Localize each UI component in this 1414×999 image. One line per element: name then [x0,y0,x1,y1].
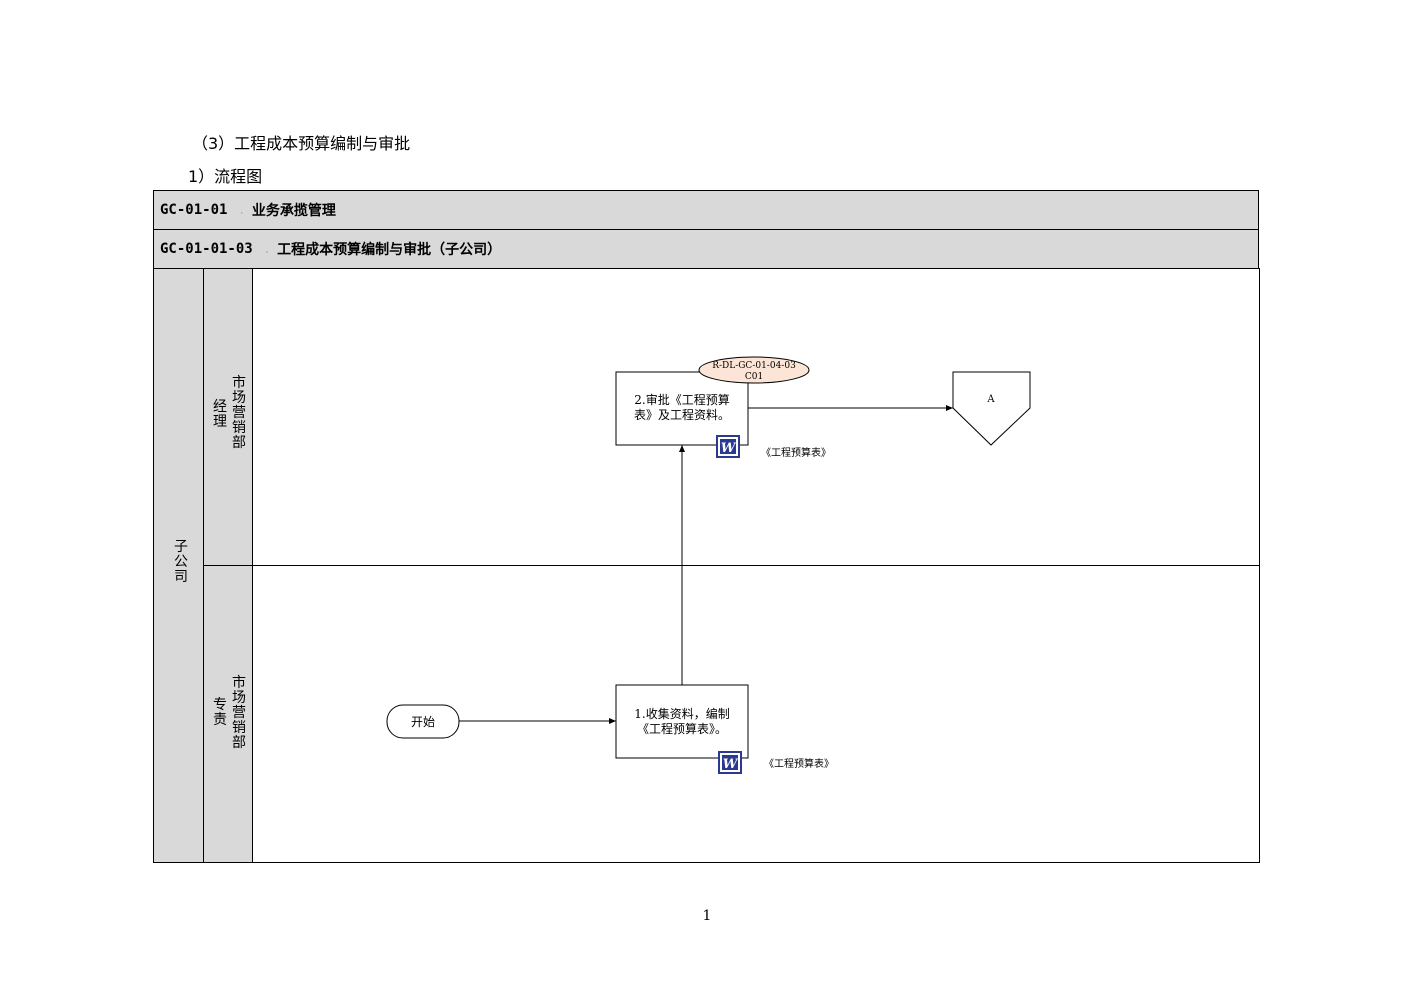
doc1-label: 《工程预算表》 [764,757,834,770]
control-tag: R-DL-GC-01-04-03 C01 [698,356,810,384]
lane2-role-label: 专责 [213,697,227,728]
step1-text-line1: 1.收集资料，编制 [634,706,729,721]
lane1-role-label: 经理 [213,399,227,430]
subprocess-header-row: GC-01-01-03 . 工程成本预算编制与审批（子公司） [153,229,1259,269]
start-terminator: 开始 [386,704,460,739]
lane1-dept-label: 市场营销部 [232,375,246,451]
step1-text-line2: 《工程预算表》。 [637,721,727,736]
doc2-label: 《工程预算表》 [761,446,831,459]
step1-process-box: 1.收集资料，编制 《工程预算表》。 [615,684,749,759]
offpage-connector: A [952,371,1031,446]
org-label: 子公司 [174,539,188,585]
control-tag-line1: R-DL-GC-01-04-03 [712,361,796,371]
process-code: GC-01-01 [160,202,228,218]
subprocess-title: 工程成本预算编制与审批（子公司） [277,242,502,258]
word-document-icon: W [718,751,742,774]
start-label: 开始 [411,715,435,729]
separator: . [262,241,272,257]
lane-divider [203,565,1260,566]
process-header-row: GC-01-01 . 业务承揽管理 [153,190,1259,230]
word-document-icon: W [716,435,740,458]
word-icon-letter: W [721,441,737,456]
subsection-heading: 1）流程图 [188,167,263,186]
lane2-dept-label: 市场营销部 [232,675,246,751]
step2-text-line1: 2.审批《工程预算 [634,392,729,407]
role-column-specialist [203,565,253,863]
section-heading: （3）工程成本预算编制与审批 [192,134,411,153]
process-title: 业务承揽管理 [251,203,336,219]
step2-process-box: 2.审批《工程预算 表》及工程资料。 [615,371,749,446]
word-icon-letter: W [723,757,739,772]
separator: . [237,202,246,218]
connector-label: A [986,394,995,405]
page-number: 1 [702,908,712,924]
step2-text-line2: 表》及工程资料。 [634,407,730,422]
subprocess-code: GC-01-01-03 [160,241,253,257]
control-tag-line2: C01 [745,372,763,382]
